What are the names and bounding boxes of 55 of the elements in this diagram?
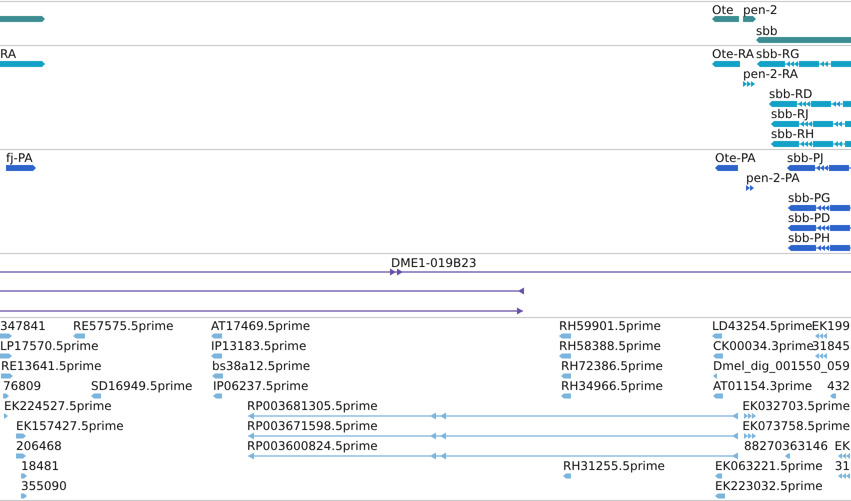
feature-label: sbb-RH <box>771 127 814 141</box>
feature-label: sbb <box>756 24 778 38</box>
feature-label: EK199 <box>812 319 850 333</box>
feature-label: 432 <box>827 379 850 393</box>
feature-label: pen-2-PA <box>746 171 800 185</box>
feature-label: Ote-RA <box>712 47 754 61</box>
feature-label: sbb-RD <box>769 87 812 101</box>
feature-label: sbb-PJ <box>787 151 824 165</box>
feature-label: RE57575.5prime <box>73 319 174 333</box>
feature-label: 88270363146 <box>744 439 828 453</box>
feature-label: Ote-PA <box>715 151 756 165</box>
feature-label: LP17570.5prime <box>0 339 99 353</box>
feature-label: 355090 <box>21 479 67 493</box>
feature-label: EK157427.5prime <box>16 419 124 433</box>
feature-label: sbb-RG <box>756 47 800 61</box>
feature-label: AT01154.3prime <box>713 379 812 393</box>
feature-label: Dmel_dig_001550_059 <box>713 359 850 373</box>
feature-label: RP003671598.5prime <box>247 419 378 433</box>
feature-label: Ote <box>712 3 734 17</box>
feature-label: 347841 <box>0 319 46 333</box>
feature-label: AT17469.5prime <box>211 319 310 333</box>
feature-label: RP003681305.5prime <box>247 399 378 413</box>
feature-label: CK00034.3prime <box>713 339 814 353</box>
feature-label: RH72386.5prime <box>561 359 663 373</box>
feature-label: sbb-RJ <box>771 107 809 121</box>
feature-label: 18481 <box>21 459 60 473</box>
feature-label: RH59901.5prime <box>559 319 661 333</box>
feature-label: EK073758.5prime <box>742 419 850 433</box>
feature-label: EK063221.5prime <box>715 459 823 473</box>
feature-label: pen-2 <box>743 3 778 17</box>
feature-label: 31845 <box>812 339 850 353</box>
feature-label: bs38a12.5prime <box>212 359 310 373</box>
feature-label: 31 <box>834 459 850 473</box>
feature-label: SD16949.5prime <box>91 379 192 393</box>
feature-label: RP003600824.5prime <box>247 439 378 453</box>
feature-label: EK <box>834 439 850 453</box>
feature-label: IP06237.5prime <box>213 379 308 393</box>
feature-label: EK032703.5prime <box>742 399 850 413</box>
feature-label: DME1-019B23 <box>391 256 477 270</box>
feature-label: sbb-PD <box>788 211 830 225</box>
feature-label: IP13183.5prime <box>211 339 306 353</box>
feature-label: sbb-PH <box>788 231 830 245</box>
feature-label: RH58388.5prime <box>559 339 661 353</box>
feature-label: RE13641.5prime <box>1 359 102 373</box>
feature-label: EK223032.5prime <box>715 479 823 493</box>
feature-label: pen-2-RA <box>743 67 798 81</box>
feature-label: RH34966.5prime <box>561 379 663 393</box>
feature-label: LD43254.5prime <box>712 319 813 333</box>
feature-label: RA <box>0 47 16 61</box>
feature-label: EK224527.5prime <box>4 399 112 413</box>
feature-label: RH31255.5prime <box>563 459 665 473</box>
feature-label: sbb-PG <box>788 191 830 205</box>
feature-label: fj-PA <box>6 151 33 165</box>
feature-label: 206468 <box>16 439 62 453</box>
feature-label: 76809 <box>3 379 42 393</box>
